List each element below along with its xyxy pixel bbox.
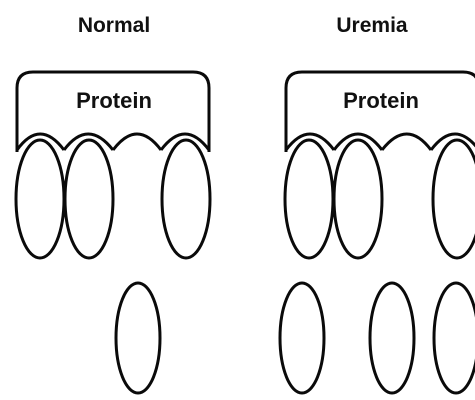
uremia-panel-title: Uremia <box>336 14 408 37</box>
normal-protein-label: Protein <box>76 88 152 113</box>
uremia-free-ligand-2 <box>370 283 414 393</box>
uremia-bound-toxin-1 <box>285 140 333 258</box>
uremia-bound-toxin-3 <box>433 140 475 258</box>
uremia-panel: Uremia Protein <box>280 14 475 393</box>
normal-free-ligand <box>116 283 160 393</box>
normal-bound-ligand-2 <box>65 140 113 258</box>
uremia-bound-ligand-2 <box>334 140 382 258</box>
normal-panel-title: Normal <box>78 14 150 37</box>
uremia-protein-label: Protein <box>343 88 419 113</box>
normal-bound-ligand-3 <box>162 140 210 258</box>
normal-bound-ligand-1 <box>16 140 64 258</box>
normal-panel: Normal Protein <box>16 14 210 393</box>
uremia-free-ligand-1 <box>280 283 324 393</box>
uremia-free-ligand-3 <box>434 283 475 393</box>
